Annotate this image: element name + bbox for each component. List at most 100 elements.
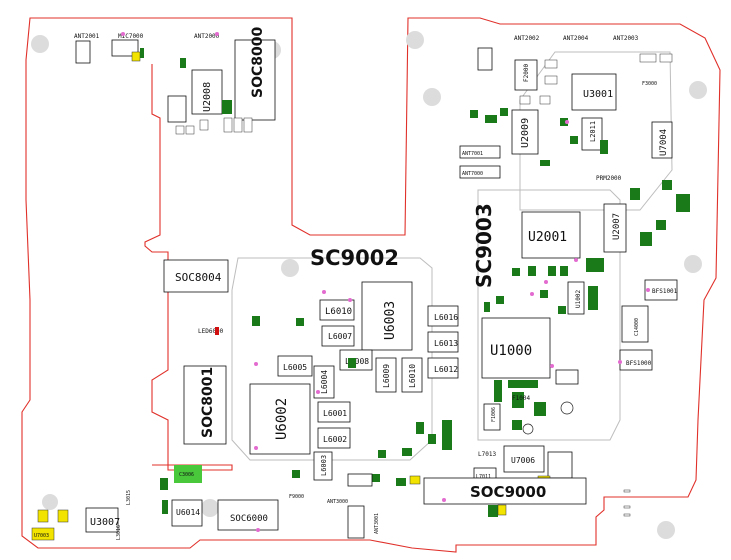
test-point bbox=[256, 528, 260, 532]
l6010b-coil bbox=[401, 357, 423, 393]
label-f1004: F1004 bbox=[512, 395, 530, 402]
ic-block bbox=[167, 95, 187, 123]
label-u1002: U1002 bbox=[575, 290, 582, 308]
c14000-pad bbox=[621, 305, 649, 343]
mic7000-pad bbox=[111, 39, 139, 57]
silk-mark bbox=[623, 489, 631, 493]
smd-part bbox=[180, 58, 186, 68]
cap bbox=[544, 75, 558, 85]
label-bfs1001: BFS1001 bbox=[652, 288, 678, 295]
label-ant7001: ANT7001 bbox=[462, 151, 483, 157]
soc8000-socket bbox=[234, 39, 276, 121]
smd-part bbox=[540, 290, 548, 298]
smd-part bbox=[528, 266, 536, 276]
label-ant2000: ANT2000 bbox=[194, 33, 220, 40]
label-l6012: L6012 bbox=[434, 365, 458, 374]
smd-part bbox=[548, 266, 556, 276]
via-ring bbox=[522, 423, 534, 435]
smd-part bbox=[396, 478, 406, 486]
test-point bbox=[618, 360, 622, 364]
label-ant7000: ANT7000 bbox=[462, 171, 483, 177]
smd-part bbox=[588, 286, 598, 310]
u2007-chip bbox=[603, 203, 627, 253]
label-l6007: L6007 bbox=[328, 332, 352, 341]
soc8004-socket bbox=[163, 259, 229, 293]
l6016-coil bbox=[427, 305, 459, 327]
u6014-chip bbox=[171, 499, 203, 527]
label-u6002: U6002 bbox=[274, 398, 290, 440]
led-mark bbox=[215, 327, 219, 335]
test-point bbox=[646, 288, 650, 292]
label-soc8001: SOC8001 bbox=[200, 367, 216, 438]
ic-block bbox=[547, 451, 573, 479]
label-led6000: LED6000 bbox=[198, 328, 224, 335]
test-point bbox=[544, 280, 548, 284]
u3001-chip bbox=[571, 73, 617, 111]
l6012-coil bbox=[427, 357, 459, 379]
label-u7006: U7006 bbox=[511, 456, 535, 465]
mount-hole bbox=[684, 255, 702, 273]
cap bbox=[659, 53, 673, 63]
label-l6009: L6009 bbox=[382, 364, 391, 388]
smd-part bbox=[540, 160, 550, 166]
u1000-chip bbox=[481, 317, 551, 379]
test-point bbox=[322, 290, 326, 294]
label-u1000: U1000 bbox=[490, 343, 532, 359]
f1006-pad bbox=[483, 403, 501, 431]
smd-part bbox=[485, 115, 497, 123]
test-point bbox=[254, 446, 258, 450]
smd-part bbox=[534, 402, 546, 416]
smd-part bbox=[560, 266, 568, 276]
test-point bbox=[565, 120, 569, 124]
smd-part bbox=[656, 220, 666, 230]
ant7001-pad bbox=[459, 145, 501, 159]
l6002-coil bbox=[317, 427, 351, 449]
smd-part bbox=[222, 100, 232, 114]
silk-mark bbox=[623, 505, 631, 509]
ant7000-pad bbox=[459, 165, 501, 179]
label-l7011: L7011 bbox=[476, 474, 491, 480]
l6010-coil bbox=[319, 299, 355, 321]
cap bbox=[185, 125, 195, 135]
smd-part bbox=[416, 422, 424, 434]
label-l6010a: L6010 bbox=[325, 307, 352, 317]
smd-part bbox=[252, 316, 260, 326]
smd-part bbox=[496, 296, 504, 304]
label-soc8004: SOC8004 bbox=[175, 271, 222, 284]
label-c14000: C14000 bbox=[634, 318, 640, 336]
smd-part bbox=[630, 188, 640, 200]
soc8001-socket bbox=[183, 365, 227, 445]
label-ant2003: ANT2003 bbox=[613, 35, 639, 42]
label-soc8000: SOC8000 bbox=[250, 27, 266, 98]
smd-part bbox=[586, 258, 604, 272]
smd-part bbox=[640, 232, 652, 246]
u6002-chip bbox=[249, 383, 311, 455]
label-f3000: F3000 bbox=[642, 81, 657, 87]
cap bbox=[519, 95, 531, 105]
label-l7013: L7013 bbox=[478, 451, 496, 458]
u7004-chip bbox=[651, 121, 673, 159]
test-point bbox=[215, 32, 219, 36]
shield-frame bbox=[231, 257, 433, 461]
smd-part bbox=[442, 420, 452, 450]
label-u3007: U3007 bbox=[90, 517, 120, 528]
label-l3016: L3016 bbox=[116, 525, 122, 540]
shield-frame-right bbox=[477, 189, 621, 441]
label-l2011: L2011 bbox=[589, 121, 597, 142]
cap bbox=[544, 59, 558, 69]
smd-part bbox=[512, 392, 524, 408]
smd-part bbox=[508, 380, 538, 388]
label-l6005: L6005 bbox=[283, 363, 307, 372]
smd-part bbox=[140, 48, 144, 58]
test-point bbox=[316, 390, 320, 394]
l6004-coil bbox=[313, 365, 335, 399]
label-l6001: L6001 bbox=[323, 409, 347, 418]
smd-part bbox=[162, 500, 168, 514]
f2000-block bbox=[514, 59, 538, 91]
cap bbox=[223, 117, 233, 133]
label-u7004: U7004 bbox=[659, 129, 669, 156]
l6005-coil bbox=[277, 355, 313, 377]
label-ant3000: ANT3000 bbox=[327, 499, 348, 505]
label-u6003: U6003 bbox=[383, 301, 398, 340]
label-soc6000: SOC6000 bbox=[230, 514, 268, 524]
